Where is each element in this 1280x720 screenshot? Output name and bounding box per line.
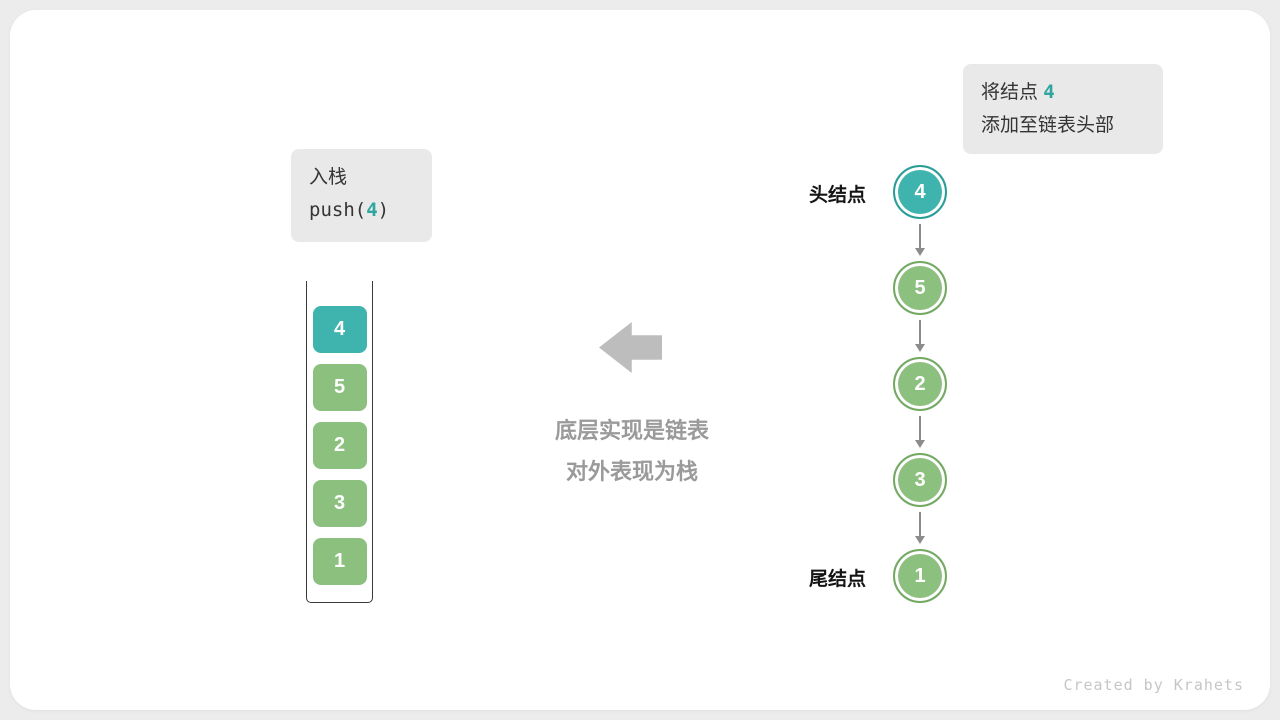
stack-container: 4 5 2 3 1 bbox=[306, 281, 373, 603]
caption-line1: 底层实现是链表 bbox=[554, 418, 709, 443]
stack-item: 3 bbox=[312, 480, 367, 527]
arrow-shaft bbox=[919, 512, 921, 538]
stack-item: 1 bbox=[312, 538, 367, 585]
operation-code: push(4) bbox=[309, 194, 414, 227]
arrow-head bbox=[915, 344, 925, 352]
code-value: 4 bbox=[366, 199, 378, 221]
list-node: 3 bbox=[893, 453, 947, 507]
annotation-line1: 将结点 4 bbox=[981, 76, 1145, 109]
arrow-head bbox=[915, 248, 925, 256]
stack-item: 4 bbox=[312, 306, 367, 353]
annotation-value: 4 bbox=[1043, 81, 1055, 103]
list-node: 5 bbox=[893, 261, 947, 315]
stack-item: 2 bbox=[312, 422, 367, 469]
credit-text: Created by Krahets bbox=[1063, 676, 1244, 694]
linked-list: 4 5 2 3 1 bbox=[893, 165, 947, 603]
annotation-box: 将结点 4 添加至链表头部 bbox=[963, 64, 1163, 154]
down-arrow-icon bbox=[893, 507, 947, 549]
caption: 底层实现是链表 对外表现为栈 bbox=[507, 410, 757, 492]
down-arrow-icon bbox=[893, 219, 947, 261]
operation-title: 入栈 bbox=[309, 167, 348, 188]
list-node: 2 bbox=[893, 357, 947, 411]
operation-box: 入栈 push(4) bbox=[291, 149, 432, 242]
arrow-shaft bbox=[919, 320, 921, 346]
code-prefix: push( bbox=[309, 199, 367, 221]
arrow-shaft bbox=[919, 416, 921, 442]
tail-node-label: 尾结点 bbox=[808, 569, 866, 590]
down-arrow-icon bbox=[893, 315, 947, 357]
code-suffix: ) bbox=[377, 199, 390, 221]
list-node: 4 bbox=[893, 165, 947, 219]
annotation-prefix: 将结点 bbox=[981, 82, 1039, 103]
head-node-label: 头结点 bbox=[808, 185, 866, 206]
down-arrow-icon bbox=[893, 411, 947, 453]
caption-line2: 对外表现为栈 bbox=[565, 459, 698, 484]
stack-item: 5 bbox=[312, 364, 367, 411]
arrow-shaft bbox=[919, 224, 921, 250]
list-node: 1 bbox=[893, 549, 947, 603]
arrow-head bbox=[915, 536, 925, 544]
annotation-line2: 添加至链表头部 bbox=[981, 115, 1115, 136]
arrow-head bbox=[915, 440, 925, 448]
